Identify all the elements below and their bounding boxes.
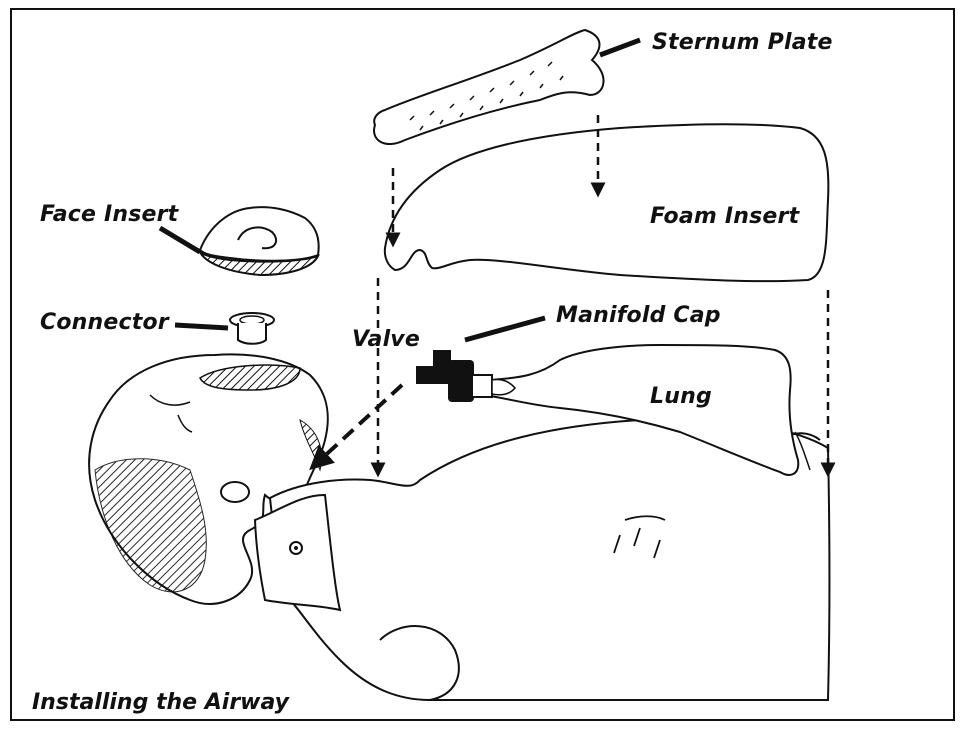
manikin-torso-shape <box>255 420 830 700</box>
lung-label: Lung <box>650 384 712 409</box>
sternum-plate-label: Sternum Plate <box>652 30 833 55</box>
foam-insert-shape <box>385 124 829 281</box>
connector-shape <box>230 313 274 344</box>
foam-insert-label: Foam Insert <box>650 204 799 229</box>
valve-label: Valve <box>352 327 420 352</box>
face-insert-shape <box>200 207 319 275</box>
sternum-plate-shape <box>374 30 603 144</box>
face-insert-label: Face Insert <box>40 202 178 227</box>
sternum-plate-leader <box>600 40 640 55</box>
figure-caption: Installing the Airway <box>32 690 289 715</box>
connector-leader <box>175 325 228 328</box>
face-insert-leader <box>160 228 200 252</box>
manifold-cap-label: Manifold Cap <box>556 303 721 328</box>
manifold-cap-shape <box>416 350 515 402</box>
valve-arrow <box>318 385 402 462</box>
manifold-cap-leader <box>465 318 545 340</box>
connector-label: Connector <box>40 310 169 335</box>
